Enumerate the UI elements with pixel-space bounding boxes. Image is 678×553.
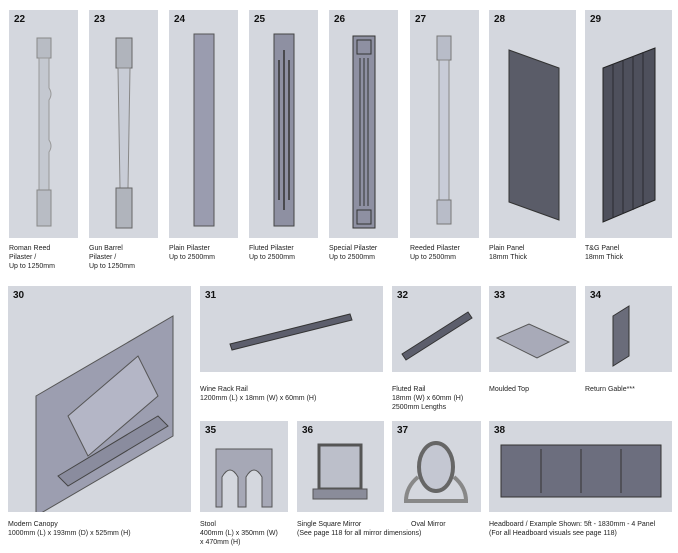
product-tile-23[interactable]: 23 (89, 10, 158, 238)
reeded-pilaster-image (436, 35, 452, 225)
product-tile-38[interactable]: 38 (489, 421, 672, 512)
plain-pilaster-image (193, 33, 215, 227)
product-tile-37[interactable]: 37 (392, 421, 481, 512)
caption: Fluted Pilaster Up to 2500mm (249, 245, 295, 261)
caption: Special Pilaster Up to 2500mm (329, 245, 378, 261)
caption: Modern Canopy 1000mm (L) x 193mm (D) x 5… (8, 521, 131, 537)
product-tile-28[interactable]: 28 (489, 10, 576, 238)
roman-reed-pilaster-image (36, 37, 52, 227)
product-tile-25[interactable]: 25 (249, 10, 318, 238)
caption: Headboard / Example Shown: 5ft - 1830mm … (489, 521, 656, 537)
caption: Plain Panel 18mm Thick (489, 245, 527, 261)
caption: Gun Barrel Pilaster / Up to 1250mm (89, 245, 135, 270)
stool-image (215, 448, 273, 508)
product-tile-29[interactable]: 29 (585, 10, 672, 238)
product-tile-22[interactable]: 22 (9, 10, 78, 238)
plain-panel-image (508, 49, 560, 221)
product-tile-31[interactable]: 31 (200, 286, 383, 372)
gun-barrel-pilaster-image (115, 37, 133, 229)
caption: Oval Mirror (411, 521, 446, 528)
product-tile-30[interactable]: 30 (8, 286, 191, 512)
product-tile-33[interactable]: 33 (489, 286, 576, 372)
caption: Plain Pilaster Up to 2500mm (169, 245, 215, 261)
headboard-image (500, 444, 662, 498)
return-gable-image (612, 305, 630, 367)
oval-mirror-image (404, 441, 468, 503)
product-tile-26[interactable]: 26 (329, 10, 398, 238)
caption: Wine Rack Rail 1200mm (L) x 18mm (W) x 6… (200, 386, 317, 402)
product-tile-34[interactable]: 34 (585, 286, 672, 372)
wine-rack-rail-image (229, 313, 353, 351)
product-tile-32[interactable]: 32 (392, 286, 481, 372)
caption: Fluted Rail 18mm (W) x 60mm (H) 2500mm L… (392, 386, 464, 411)
caption: Roman Reed Pilaster / Up to 1250mm (9, 245, 55, 270)
caption: Reeded Pilaster Up to 2500mm (410, 245, 460, 261)
tg-panel-image (602, 47, 656, 223)
moulded-top-image (495, 323, 571, 359)
special-pilaster-image (352, 35, 376, 229)
caption: T&G Panel 18mm Thick (585, 245, 623, 261)
product-tile-36[interactable]: 36 (297, 421, 384, 512)
caption: Stool 400mm (L) x 350mm (W) x 470mm (H) (200, 521, 278, 546)
modern-canopy-image (35, 315, 174, 512)
product-tile-24[interactable]: 24 (169, 10, 238, 238)
square-mirror-image (312, 443, 368, 500)
product-tile-27[interactable]: 27 (410, 10, 479, 238)
fluted-rail-image (401, 311, 473, 361)
caption: Single Square Mirror (See page 118 for a… (297, 521, 422, 537)
caption: Moulded Top (489, 386, 529, 393)
fluted-pilaster-image (273, 33, 295, 227)
caption: Return Gable*** (585, 386, 635, 393)
product-tile-35[interactable]: 35 (200, 421, 288, 512)
